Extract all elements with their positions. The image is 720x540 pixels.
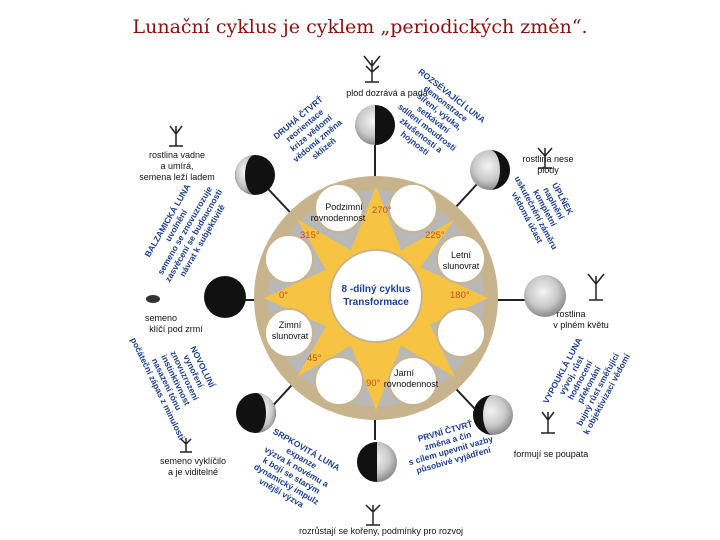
plant-label-upper-left-1: rostlina vadne: [149, 150, 205, 160]
plant-label-right-2: v plném květu: [553, 320, 609, 330]
center-subtitle: Transformace: [343, 297, 409, 308]
phase-balzamicka-luna: BALZAMICKÁ LUNA uvolnění semeno se znovu…: [142, 182, 227, 283]
degree-270: 270°: [372, 205, 392, 216]
degree-0: 0°: [279, 290, 288, 301]
plant-label-upper-left-2: a umírá,: [160, 161, 193, 171]
inner-label-podzimni-2: rovnodennost: [311, 213, 366, 223]
plant-label-lower-left-2: a je viditelné: [168, 467, 218, 477]
moon-left-icon: [204, 276, 246, 318]
inner-label-letni-2: slunovrat: [443, 261, 480, 271]
plant-label-upper-right-1: rostlina nese: [522, 154, 573, 164]
phase-druha-ctvrt: DRUHÁ ČTVRŤ reorientace krize vědomí věd…: [271, 93, 344, 164]
degree-315: 315°: [300, 230, 320, 241]
inner-label-zimni: Zimní: [279, 320, 302, 330]
plant-label-right-1: rostlina: [556, 309, 585, 319]
moon-right-icon: [524, 275, 566, 317]
degree-45: 45°: [307, 353, 322, 364]
plant-icon: [169, 55, 605, 526]
degree-90: 90°: [366, 378, 381, 389]
inner-circles: [264, 183, 486, 406]
inner-label-jarni-2: rovnodennost: [384, 379, 439, 389]
seed-icon: [146, 295, 160, 303]
plant-label-lower-right: formují se poupata: [514, 449, 589, 459]
moon-lower-left-icon: [236, 393, 276, 433]
degree-180: 180°: [450, 290, 470, 301]
moon-bottom-icon: [357, 442, 397, 482]
moon-top-icon: [355, 105, 395, 145]
plant-label-left-1: semeno: [145, 313, 177, 323]
page-title: Lunační cyklus je cyklem „periodických z…: [132, 16, 588, 38]
plant-label-upper-left-3: semena leží ladem: [139, 172, 215, 182]
inner-label-letni: Letní: [451, 250, 472, 260]
center-title: 8 -dílný cyklus: [342, 284, 411, 295]
center-circle: [329, 249, 423, 343]
moon-upper-right-icon: [470, 150, 510, 190]
plant-label-top: plod dozrává a padá: [346, 88, 428, 98]
plant-label-upper-right-2: plody: [537, 165, 559, 175]
inner-label-zimni-2: slunovrat: [272, 331, 309, 341]
inner-label-jarni: Jarní: [394, 368, 415, 378]
plant-label-lower-left-1: semeno vyklíčilo: [160, 456, 226, 466]
inner-label-podzimni: Podzimní: [325, 202, 363, 212]
degree-225: 225°: [425, 230, 445, 241]
moon-lower-right-icon: [473, 395, 513, 435]
phase-rozsevajici-luna: ROZSÉVAJÍCÍ LUNA demonstrace šíření, výu…: [396, 66, 487, 157]
phase-vypoukla-luna: VYPOUKLÁ LUNA vývoj, růst hodnocení přek…: [541, 336, 633, 436]
plant-label-bottom: rozrůstají se kořeny, podmínky pro rozvo…: [299, 526, 463, 536]
plant-label-left-2: klíčí pod zrmí: [149, 324, 203, 334]
moon-upper-left-icon: [235, 155, 275, 195]
phase-srpkovita-luna: SRPKOVITÁ LUNA expanze výzva k novému a …: [252, 426, 341, 509]
